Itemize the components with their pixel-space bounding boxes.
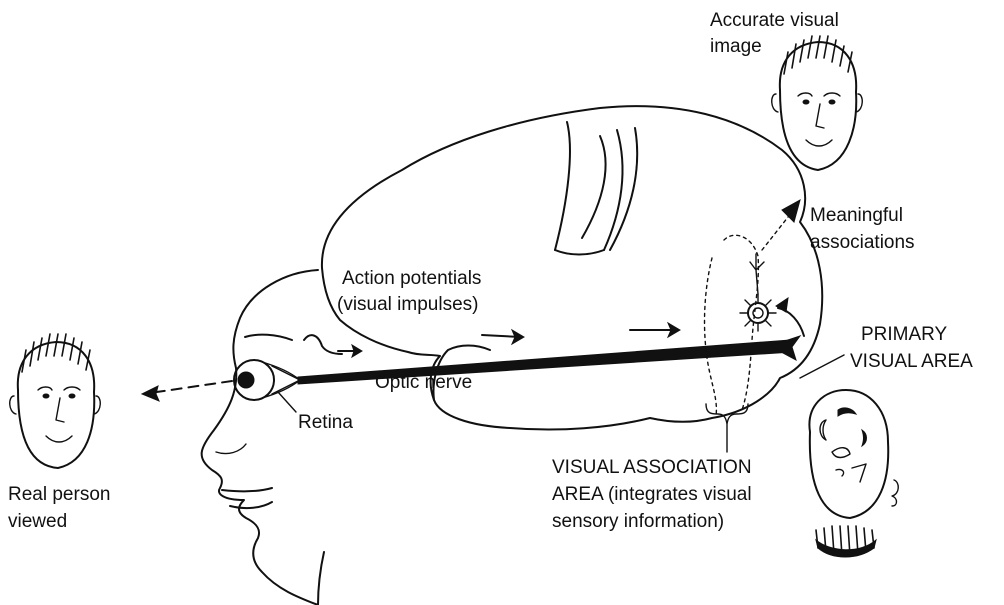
label-primary-visual-area: PRIMARY VISUAL AREA bbox=[850, 324, 973, 372]
visual-association-area-line-3: sensory information) bbox=[552, 511, 724, 532]
visual-association-area-line-1: VISUAL ASSOCIATION bbox=[552, 457, 752, 478]
associations-arrow bbox=[762, 200, 800, 250]
meaningful-associations-line-1: Meaningful bbox=[810, 205, 903, 226]
primary-visual-area-line-2: VISUAL AREA bbox=[850, 351, 973, 372]
accurate-visual-image-line-1: Accurate visual bbox=[710, 10, 839, 31]
association-brace bbox=[706, 404, 748, 452]
label-accurate-visual-image: Accurate visual image bbox=[710, 10, 839, 57]
label-meaningful-associations: Meaningful associations bbox=[810, 205, 915, 253]
real-person-face-icon bbox=[10, 334, 101, 468]
label-visual-association-area: VISUAL ASSOCIATION AREA (integrates visu… bbox=[552, 457, 752, 532]
label-real-person-viewed: Real person viewed bbox=[8, 484, 110, 532]
action-potentials-line-2: (visual impulses) bbox=[337, 294, 478, 315]
accurate-visual-image-line-2: image bbox=[710, 36, 762, 57]
label-action-potentials: Action potentials (visual impulses) bbox=[337, 268, 481, 315]
primary-visual-area-line-1: PRIMARY bbox=[861, 324, 948, 345]
retina-leader bbox=[278, 392, 296, 412]
meaningful-associations-line-2: associations bbox=[810, 232, 915, 253]
scrambled-face-icon bbox=[809, 390, 898, 557]
neuron-icon bbox=[740, 254, 804, 336]
label-optic-nerve: Optic nerve bbox=[375, 372, 472, 393]
head-profile bbox=[202, 270, 324, 605]
label-retina: Retina bbox=[298, 412, 353, 433]
optic-nerve-line bbox=[298, 340, 792, 384]
real-person-viewed-line-1: Real person bbox=[8, 484, 110, 505]
accurate-visual-image-face-icon bbox=[772, 36, 863, 170]
eye-icon bbox=[234, 360, 300, 400]
visual-association-area-line-2: AREA (integrates visual bbox=[552, 484, 752, 505]
real-person-viewed-line-2: viewed bbox=[8, 511, 67, 532]
gaze-arrow bbox=[142, 381, 232, 401]
action-potentials-line-1: Action potentials bbox=[342, 268, 481, 289]
